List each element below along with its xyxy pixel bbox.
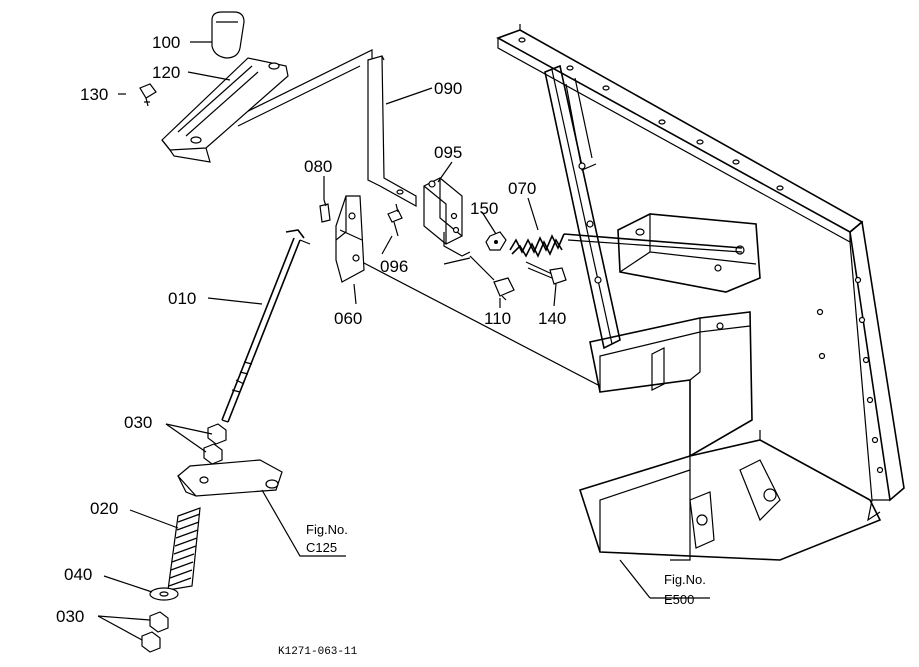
figure-caption: K1271-063-11 (278, 646, 358, 658)
washer-040 (149, 587, 179, 601)
label-070: 070 (508, 179, 536, 198)
label-096: 096 (380, 257, 408, 276)
label-010: 010 (168, 289, 196, 308)
pin-080 (319, 199, 331, 223)
label-080: 080 (304, 157, 332, 176)
label-120: 120 (152, 63, 180, 82)
label-020: 020 (90, 499, 118, 518)
label-030-lower: 030 (56, 607, 84, 626)
part-labels: 100 120 130 090 095 080 150 070 096 060 … (56, 33, 566, 626)
label-060: 060 (334, 309, 362, 328)
lever-guide-plate (161, 57, 289, 163)
spring-020 (167, 507, 201, 591)
bracket-095 (423, 177, 471, 257)
label-090: 090 (434, 79, 462, 98)
fig-ref-c125: Fig.No. C125 (306, 522, 348, 555)
fig-ref-c125-code: C125 (306, 540, 337, 555)
nut-150 (485, 231, 507, 251)
lever-arm-090 (367, 55, 417, 208)
spring-070 (509, 233, 743, 258)
label-100: 100 (152, 33, 180, 52)
label-leaders (97, 41, 557, 641)
rod-010 (221, 229, 311, 423)
fig-ref-c125-title: Fig.No. (306, 522, 348, 537)
fig-ref-e500: Fig.No. E500 (650, 572, 710, 607)
label-140: 140 (538, 309, 566, 328)
label-040: 040 (64, 565, 92, 584)
label-095: 095 (434, 143, 462, 162)
nuts-030-lower (141, 611, 169, 653)
label-150: 150 (470, 199, 498, 218)
tractor-frame (496, 24, 905, 561)
label-110: 110 (484, 309, 511, 328)
fig-ref-e500-title: Fig.No. (664, 572, 706, 587)
frame-leaders (233, 49, 651, 599)
nuts-030-upper (203, 423, 227, 465)
label-030-upper: 030 (124, 413, 152, 432)
lower-arm (177, 459, 283, 497)
lever-knob (211, 11, 245, 59)
bolt-130 (139, 83, 157, 107)
bolt-110 (469, 255, 515, 301)
fig-ref-e500-code: E500 (664, 592, 694, 607)
plate-060 (335, 195, 365, 283)
bolt-140 (525, 261, 567, 285)
bolt-096 (387, 203, 403, 237)
label-130: 130 (80, 85, 108, 104)
